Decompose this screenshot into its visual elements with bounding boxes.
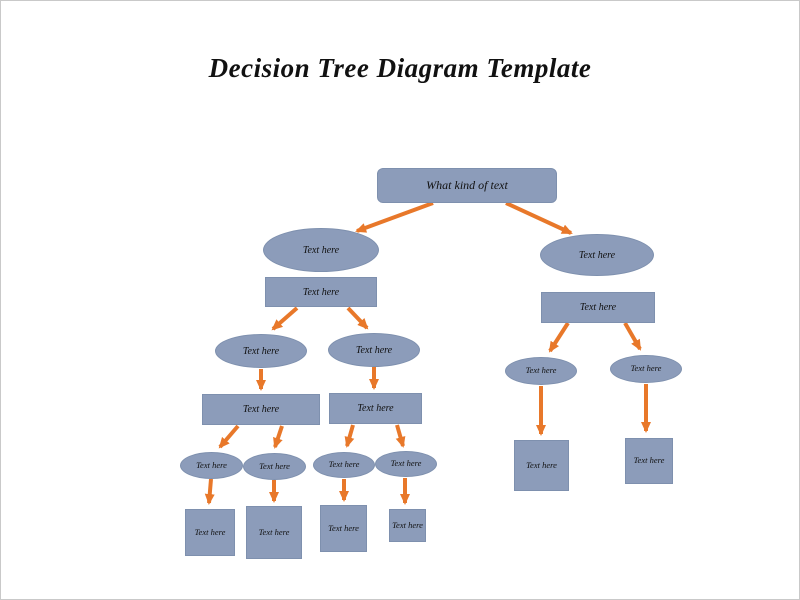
node-l5c: Text here (313, 452, 375, 478)
arrow-l4a-to-l5b (273, 425, 284, 449)
node-l6a: Text here (185, 509, 235, 556)
node-l2: Text here (265, 277, 377, 307)
node-root: What kind of text (377, 168, 557, 203)
node-l1: Text here (263, 228, 379, 272)
arrow-l4b-to-l5c (344, 424, 355, 448)
arrow-root-to-left-branch (355, 201, 434, 233)
arrow-r2-to-r3a (548, 321, 570, 353)
arrow-l2-to-l3a (271, 306, 299, 331)
node-r6b: Text here (625, 438, 673, 484)
node-r1: Text here (540, 234, 654, 276)
node-l4b: Text here (329, 393, 422, 424)
arrow-l4a-to-l5a (218, 424, 240, 449)
node-l5d: Text here (375, 451, 437, 477)
arrow-r2-to-r3b (623, 322, 642, 351)
node-l6d: Text here (389, 509, 426, 542)
node-l5b: Text here (243, 453, 306, 480)
arrow-l2-to-l3b (346, 306, 369, 330)
node-r3b: Text here (610, 355, 682, 383)
node-l6b: Text here (246, 506, 302, 559)
node-r6a: Text here (514, 440, 569, 491)
node-r3a: Text here (505, 357, 577, 385)
arrow-l4b-to-l5d (395, 424, 406, 448)
arrow-root-to-right-branch (505, 201, 573, 235)
node-r2: Text here (541, 292, 655, 323)
node-l3a: Text here (215, 334, 307, 368)
node-l5a: Text here (180, 452, 243, 479)
node-l6c: Text here (320, 505, 367, 552)
arrow-l5a-to-l6a (204, 478, 215, 505)
node-l4a: Text here (202, 394, 320, 425)
node-l3b: Text here (328, 333, 420, 367)
diagram-title: Decision Tree Diagram Template (208, 53, 592, 83)
